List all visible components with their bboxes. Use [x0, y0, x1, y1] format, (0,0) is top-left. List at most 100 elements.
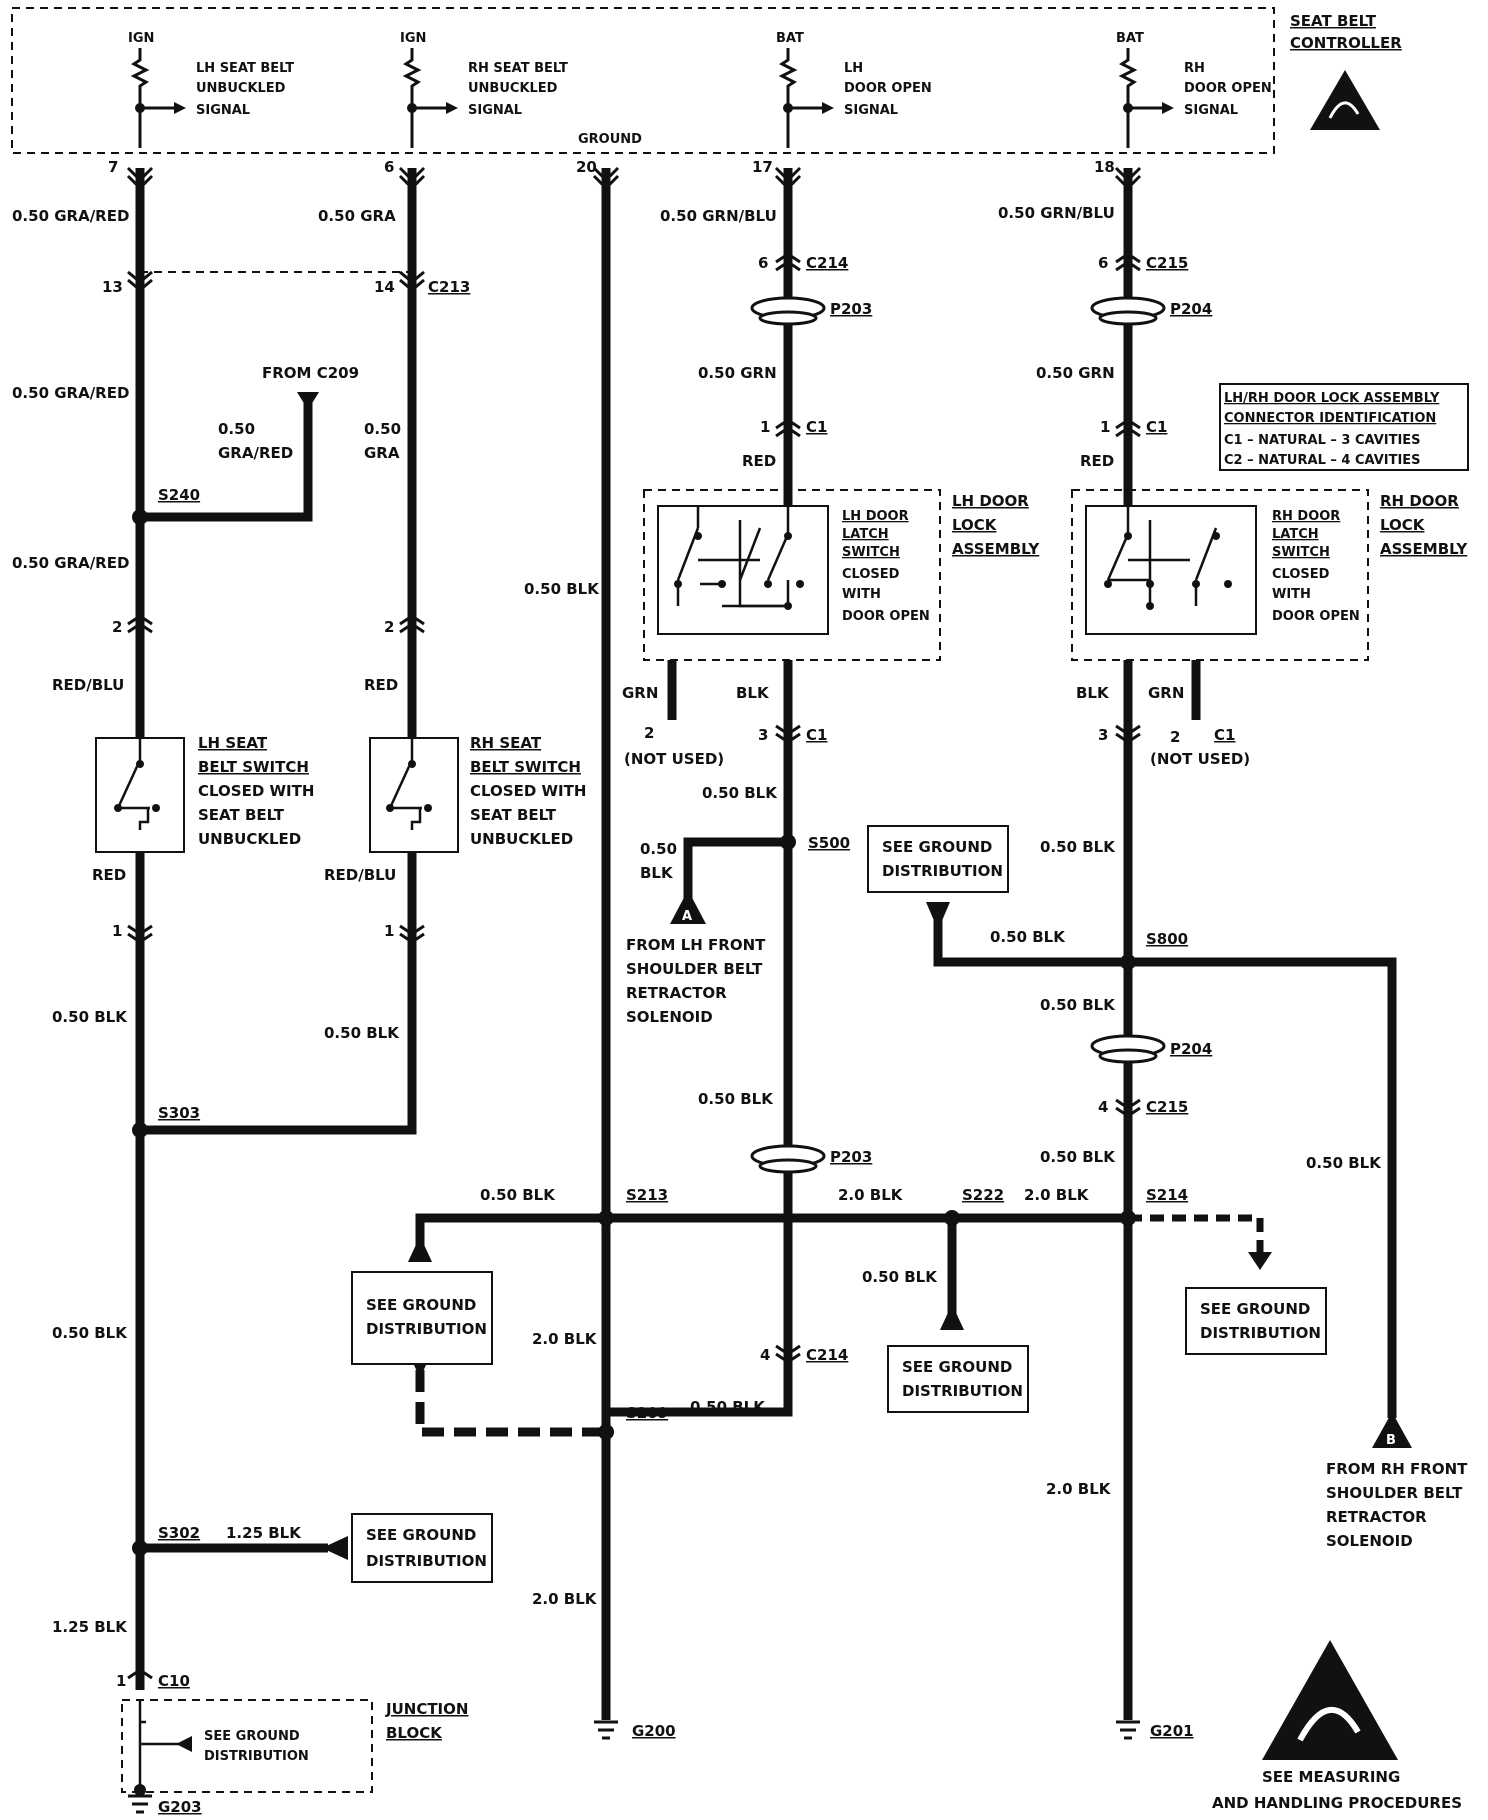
label-connectors-p203: P203: [830, 1148, 872, 1166]
label-pins-p20: 20: [576, 158, 597, 176]
label-pins-p17: 17: [752, 158, 773, 176]
g200-ground-icon: [594, 1720, 618, 1740]
s214-ground-arrow: [1248, 1252, 1272, 1270]
label-wires-red-blu: RED/BLU: [52, 676, 124, 694]
label-labels-lh-belt-switch-2: CLOSED WITH: [198, 782, 314, 800]
label-cavities-n4: 4: [1098, 1098, 1108, 1116]
label-connectors-c213: C213: [428, 278, 470, 296]
connector-identification: LH/RH DOOR LOCK ASSEMBLY CONNECTOR IDENT…: [1219, 383, 1469, 471]
splice-labels: S240 S303 S302 S500 S800 S213 S222 S214 …: [158, 486, 1188, 1542]
label-cavities-n13: 13: [102, 278, 123, 296]
junction-block: SEE GROUND DISTRIBUTION JUNCTION BLOCK: [121, 1699, 468, 1793]
label-cavities-n6: 6: [758, 254, 768, 272]
label-wires-blk: 0.50 BLK: [698, 1090, 774, 1108]
label-labels-from-rh-2: RETRACTOR: [1326, 1508, 1427, 1526]
label-labels-rh-belt-switch-2: CLOSED WITH: [470, 782, 586, 800]
label-connectors-c214: C214: [806, 254, 848, 272]
s800-ground-arrow: [926, 902, 950, 930]
label-cavities-n3: 3: [1098, 726, 1108, 744]
label-wires-blk-2: 2.0 BLK: [532, 1590, 598, 1608]
label-cavities-n2: 2: [644, 724, 654, 742]
label-labels-esd-1: AND HANDLING PROCEDURES: [1212, 1794, 1462, 1812]
ground-symbols: [128, 1720, 1140, 1814]
g201-ground-icon: [1116, 1720, 1140, 1740]
label-connectors-p203: P203: [830, 300, 872, 318]
label-wires-blk: 0.50 BLK: [1306, 1154, 1382, 1172]
label-cavities-n2: 2: [112, 618, 122, 636]
label-labels-junction-1: BLOCK: [386, 1724, 443, 1742]
label-cavities-n1: 1: [1100, 418, 1110, 436]
label-wires-blk: 0.50 BLK: [52, 1008, 128, 1026]
signal-arrows: [135, 102, 1174, 114]
label-wires-red: RED: [92, 866, 126, 884]
label-wires-num-050: 0.50: [218, 420, 255, 438]
label-labels-see-ground-0: SEE GROUND: [366, 1296, 476, 1314]
esd-warning-icon: [1310, 70, 1380, 130]
label-splices-s209: S209: [626, 1404, 668, 1422]
lh-belt-signal-3: SIGNAL: [196, 103, 250, 118]
lh-door-signal-2: DOOR OPEN: [844, 81, 932, 96]
label-pins-p7: 7: [108, 158, 118, 176]
label-wires-blk: 0.50 BLK: [1040, 838, 1116, 856]
lh-belt-signal-1: LH SEAT BELT: [196, 61, 294, 76]
label-labels-connector-id-1: CONNECTOR IDENTIFICATION: [1224, 411, 1436, 426]
label-cavities-n14: 14: [374, 278, 395, 296]
s213-ground-arrow-up: [408, 1236, 432, 1262]
connector-labels: 13 14 C213 6 C214 6 C215 P203 P204 1 C1 …: [102, 254, 1250, 1690]
label-labels-rh-belt-switch-4: UNBUCKLED: [470, 830, 573, 848]
pass-through-grommets: [750, 296, 1166, 1174]
label-wires-blk-2: 2.0 BLK: [1024, 1186, 1090, 1204]
label-wires-blk: 0.50 BLK: [1040, 1148, 1116, 1166]
label-splices-s500: S500: [808, 834, 850, 852]
label-cavities-n1: 1: [112, 922, 122, 940]
label-labels-connector-id-2: C1 – NATURAL – 3 CAVITIES: [1224, 433, 1421, 448]
label-wires-blk: 0.50 BLK: [862, 1268, 938, 1286]
label-wires-grn-short: GRN: [1148, 684, 1184, 702]
label-labels-tri-a: A: [682, 909, 692, 924]
label-labels-lh-latch-3: CLOSED: [842, 567, 900, 582]
label-wires-blk: 0.50 BLK: [690, 1398, 766, 1416]
label-wires-blk-2: 2.0 BLK: [838, 1186, 904, 1204]
ign-label-rh: IGN: [400, 31, 426, 46]
label-wires-grn-blu: 0.50 GRN/BLU: [660, 207, 777, 225]
label-labels-rh-latch-4: WITH: [1272, 587, 1311, 602]
wire-b-lower: [140, 852, 417, 1135]
label-labels-lh-latch-0: LH DOOR: [842, 509, 909, 524]
lh-belt-signal-2: UNBUCKLED: [196, 81, 286, 96]
label-wires-num-050: 0.50: [364, 420, 401, 438]
label-labels-lh-belt-switch-4: UNBUCKLED: [198, 830, 301, 848]
label-connectors-c1: C1: [806, 418, 827, 436]
label-labels-from-lh-3: SOLENOID: [626, 1008, 713, 1026]
label-wires-grn: 0.50 GRN: [1036, 364, 1115, 382]
label-wires-blk: 0.50 BLK: [324, 1024, 400, 1042]
label-labels-rh-belt-switch-3: SEAT BELT: [470, 806, 557, 824]
label-connectors-c1: C1: [1146, 418, 1167, 436]
label-wires-blk-125: 1.25 BLK: [52, 1618, 128, 1636]
label-labels-see-ground-1: DISTRIBUTION: [1200, 1324, 1321, 1342]
rh-door-signal-1: RH: [1184, 61, 1205, 76]
label-connectors-p204: P204: [1170, 300, 1212, 318]
label-cavities-n4: 4: [760, 1346, 770, 1364]
wire-d-lower: [606, 660, 793, 1417]
label-connectors-c215: C215: [1146, 1098, 1188, 1116]
label-splices-s800: S800: [1146, 930, 1188, 948]
rh-door-lock-assembly: RH DOOR LATCH SWITCH CLOSED WITH DOOR OP…: [1071, 489, 1468, 661]
splice-dots: [132, 509, 1136, 1556]
label-labels-connector-id-0: LH/RH DOOR LOCK ASSEMBLY: [1224, 391, 1440, 406]
label-connectors-c10: C10: [158, 1672, 190, 1690]
controller-name-1: SEAT BELT: [1290, 12, 1377, 30]
label-grounds-g200: G200: [632, 1722, 676, 1740]
label-wires-gra-short: GRA: [364, 444, 400, 462]
label-labels-lh-lock-0: LH DOOR: [952, 492, 1029, 510]
label-wires-blk-2: 2.0 BLK: [532, 1330, 598, 1348]
label-wires-red: RED: [742, 452, 776, 470]
label-labels-lh-lock-1: LOCK: [952, 516, 998, 534]
label-labels-rh-latch-0: RH DOOR: [1272, 509, 1340, 524]
label-wires-gra: 0.50 GRA: [318, 207, 396, 225]
wire-s240-tap: [140, 398, 313, 522]
label-splices-s222: S222: [962, 1186, 1004, 1204]
label-labels-from-rh-0: FROM RH FRONT: [1326, 1460, 1468, 1478]
wire-s500-tap: [683, 837, 788, 900]
label-wires-blk: 0.50 BLK: [702, 784, 778, 802]
